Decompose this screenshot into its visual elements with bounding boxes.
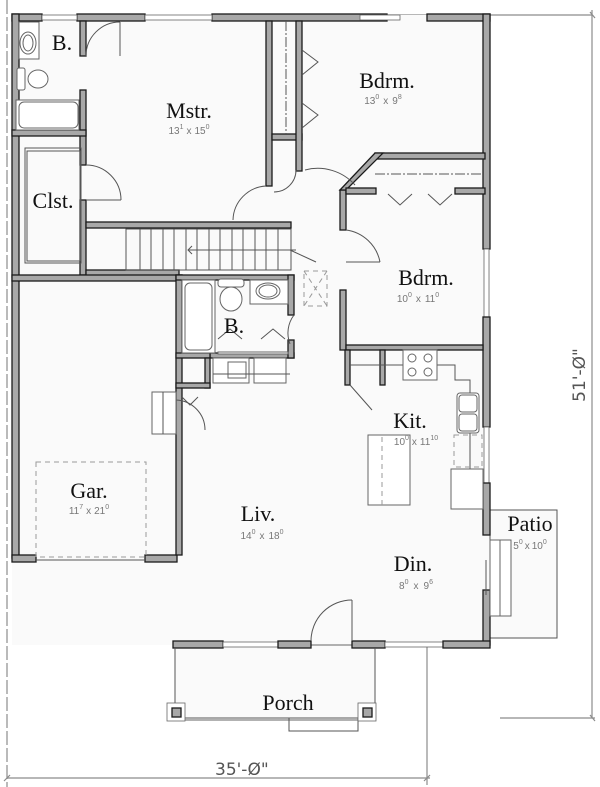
room-label-dining: Din.: [394, 551, 433, 576]
exterior-walls: [11, 13, 491, 649]
room-label-bath-master: B.: [52, 30, 72, 55]
room-label-closet: Clst.: [33, 188, 74, 213]
room-label-porch: Porch: [262, 690, 313, 715]
doors: [85, 21, 453, 642]
garage-features: [35, 391, 177, 561]
room-label-master: Mstr.: [166, 98, 212, 123]
room-label-living: Liv.: [241, 501, 276, 526]
room-label-patio: Patio: [507, 511, 552, 536]
floor-areas: [12, 15, 558, 721]
interior-walls: [11, 20, 486, 556]
stair-arrow-icon: [187, 245, 193, 255]
bathroom-fixtures: [15, 21, 328, 384]
room-label-kitchen: Kit.: [393, 408, 427, 433]
room-label-bedroom-1: Bdrm.: [359, 68, 415, 93]
room-label-bath-hall: B.: [224, 313, 244, 338]
overall-depth-label: 51'-Ø": [570, 348, 590, 402]
staircase: [125, 228, 296, 271]
closet-shelves: [24, 21, 483, 264]
room-label-bedroom-2: Bdrm.: [398, 265, 454, 290]
porch-posts: [166, 648, 377, 732]
room-label-garage: Gar.: [70, 478, 107, 503]
kitchen-fixtures: [350, 349, 512, 617]
overall-width-label: 35'-Ø": [215, 760, 269, 780]
